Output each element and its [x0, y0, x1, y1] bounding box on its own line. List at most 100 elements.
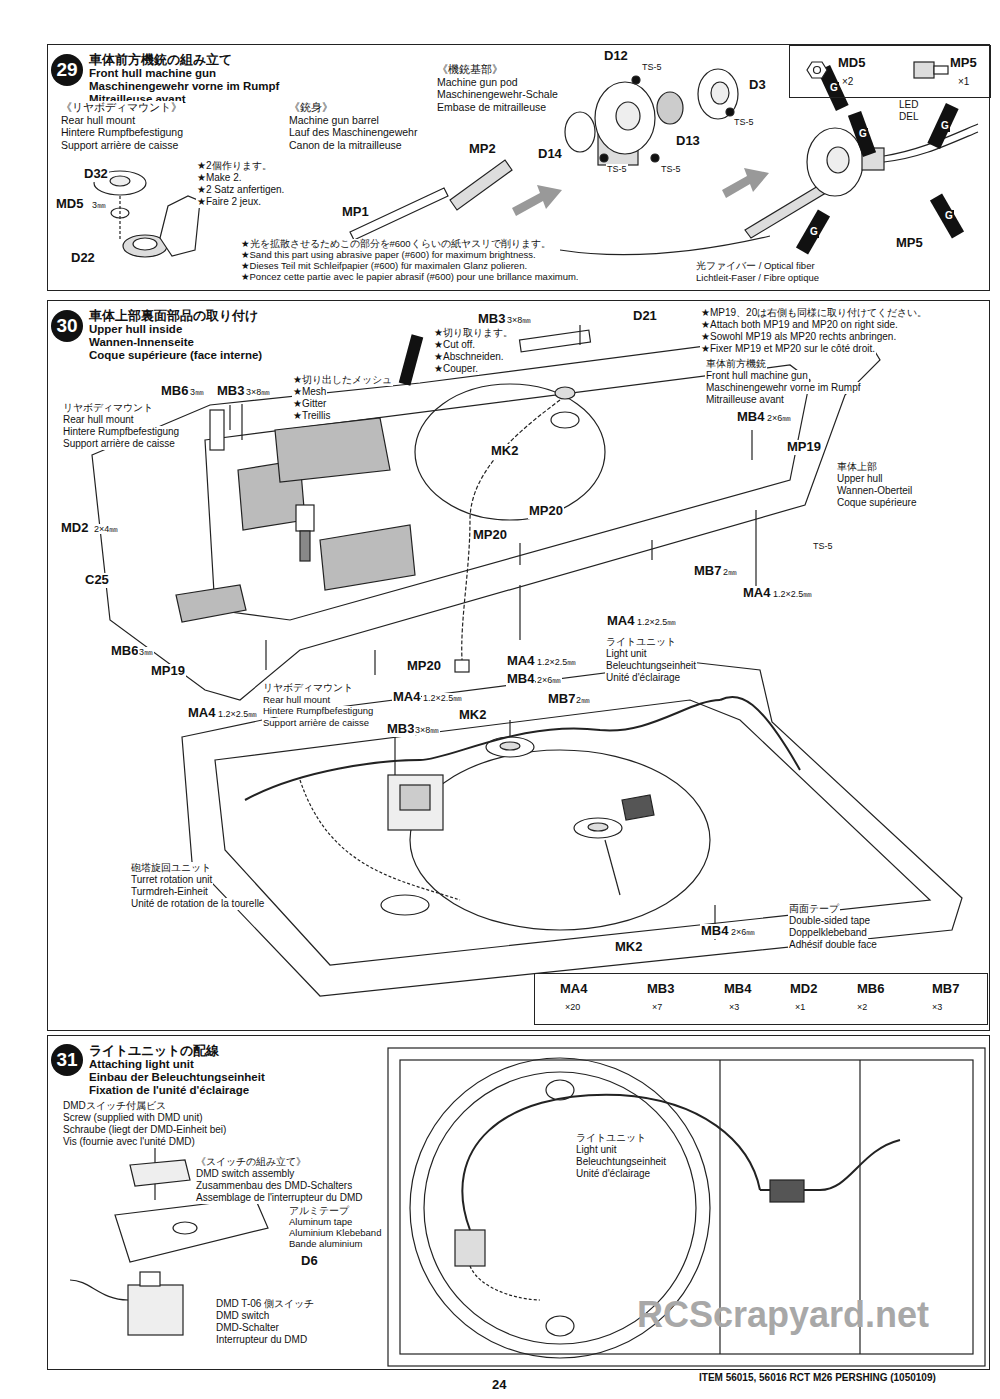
- machine-gun-parts: [807, 62, 827, 78]
- note-text: Maschinengewehr vorne im Rumpf: [705, 382, 862, 394]
- grease-stick: [796, 209, 830, 254]
- part-count: ×2: [842, 76, 853, 88]
- note-text: リヤボディマウント: [262, 683, 354, 694]
- part-count: MA4: [560, 982, 587, 997]
- part-number: MB4: [506, 672, 535, 687]
- upper-hull: [300, 531, 310, 561]
- lower-hull: [394, 735, 395, 775]
- step-heading: 車体上部裏面部品の取り付け: [89, 309, 258, 323]
- upper-hull: [399, 334, 424, 385]
- hull-top-view: [770, 1180, 804, 1202]
- note-text: Machine gun barrel: [288, 114, 380, 126]
- note-text: Interrupteur du DMD: [215, 1334, 308, 1346]
- machine-gun-parts: [651, 154, 659, 162]
- note-text: Aluminium Klebeband: [288, 1228, 382, 1239]
- note-text: Vis (fournie avec l'unité DMD): [62, 1136, 196, 1148]
- part-number: D22: [70, 251, 96, 266]
- note-text: Front hull machine gun: [705, 370, 809, 382]
- part-count: ×20: [565, 1002, 580, 1012]
- step-heading: Front hull machine gun: [89, 67, 216, 80]
- grease-stick: [796, 65, 964, 254]
- upper-hull: [265, 640, 266, 670]
- note-text: Hintere Rumpfbefestigung: [60, 126, 184, 138]
- note-text: ★Gitter: [292, 398, 327, 410]
- note-text: 3㎜: [189, 387, 205, 397]
- part-count: ×1: [958, 76, 969, 88]
- note-text: Beleuchtungseinheit: [575, 1156, 667, 1168]
- note-text: Lauf des Maschinengewehr: [288, 126, 418, 138]
- note-text: Hintere Rumpfbefestigung: [262, 706, 374, 717]
- note-text: Light unit: [575, 1144, 618, 1156]
- part-count: MD5: [838, 56, 865, 71]
- note-text: Schraube (liegt der DMD-Einheit bei): [62, 1124, 227, 1136]
- note-text: 《スイッチの組み立て》: [195, 1156, 307, 1168]
- part-number: MB6: [160, 384, 189, 399]
- machine-gun-parts: [698, 69, 738, 119]
- part-count: MD2: [790, 982, 817, 997]
- part-number: D6: [300, 1254, 319, 1269]
- note-text: ★MP19、20は右側も同様に取り付けてください。: [700, 307, 928, 319]
- note-text: Bande aluminium: [288, 1239, 363, 1250]
- note-text: ★2 Satz anfertigen.: [196, 184, 285, 196]
- note-text: Assemblage de l'interrupteur du DMD: [195, 1192, 363, 1204]
- upper-hull: [751, 430, 752, 460]
- upper-hull: [455, 660, 469, 672]
- note-text: 1.2×2.5㎜: [536, 657, 577, 667]
- upper-hull: [519, 543, 520, 565]
- note-text: 3×8㎜: [245, 387, 271, 397]
- part-number: C25: [84, 573, 110, 588]
- lower-hull: [215, 700, 930, 965]
- note-text: 1.2×2.5㎜: [636, 617, 677, 627]
- dmd-switch: [173, 1222, 197, 1234]
- part-number: MK2: [614, 940, 643, 955]
- note-text: TS-5: [606, 164, 628, 174]
- machine-gun-parts: [726, 108, 734, 116]
- note-text: ★Sowohl MP19 als MP20 rechts anbringen.: [700, 331, 897, 343]
- part-number: MB3: [477, 312, 506, 327]
- machine-gun-parts: [722, 168, 769, 198]
- machine-gun-parts: [914, 62, 934, 78]
- machine-gun-parts: [632, 76, 640, 84]
- note-text: 砲塔旋回ユニット: [130, 862, 212, 874]
- grease-stick: [927, 103, 958, 149]
- note-text: Doppelklebeband: [788, 927, 868, 939]
- note-text: ★Poncez cette partie avec le papier abra…: [240, 272, 580, 283]
- note-text: Support arrière de caisse: [262, 718, 370, 729]
- note-text: 2×6㎜: [536, 675, 562, 685]
- note-text: DMD-Schalter: [215, 1322, 280, 1334]
- part-number: MB3: [216, 384, 245, 399]
- parts-box: MA4×20MB3×7MB4×3MD2×1MB6×2MB7×3: [534, 973, 988, 1025]
- note-text: Aluminum tape: [288, 1217, 353, 1228]
- machine-gun-parts: [657, 92, 683, 124]
- part-number: D14: [537, 147, 563, 162]
- lower-hull: [182, 662, 962, 996]
- part-count: MB4: [724, 982, 751, 997]
- machine-gun-parts: [600, 154, 608, 162]
- note-text: ★Faire 2 jeux.: [196, 196, 262, 208]
- note-text: ★Couper.: [433, 363, 479, 375]
- part-number: MK2: [490, 444, 519, 459]
- machine-gun-parts: [711, 82, 729, 104]
- parts-box: MD5×2MP5×1: [789, 45, 991, 98]
- part-number: MP20: [406, 659, 442, 674]
- lower-hull: [245, 700, 720, 800]
- step-number: 30: [51, 310, 83, 342]
- lower-hull: [605, 840, 620, 895]
- machine-gun-parts: [119, 196, 120, 240]
- machine-gun-parts: [160, 196, 200, 256]
- note-text: Canon de la mitrailleuse: [288, 139, 403, 151]
- note-text: Adhésif double face: [788, 939, 878, 951]
- grease-mark: G: [858, 128, 868, 140]
- note-text: ★光を拡散させるためこの部分を#600くらいの紙ヤスリで削ります。: [240, 239, 552, 250]
- part-number: MB7: [547, 692, 576, 707]
- note-text: Hintere Rumpfbefestigung: [62, 426, 180, 438]
- lower-hull: [588, 823, 608, 831]
- note-text: ライトユニット: [575, 1132, 647, 1144]
- note-text: 3㎜: [91, 200, 107, 210]
- note-text: 1.2×2.5㎜: [217, 709, 258, 719]
- note-text: Turmdreh-Einheit: [130, 886, 209, 898]
- step-heading: ライトユニットの配線: [89, 1044, 219, 1058]
- grease-mark: G: [809, 226, 819, 238]
- note-text: Support arrière de caisse: [60, 139, 179, 151]
- machine-gun-parts: [560, 236, 770, 255]
